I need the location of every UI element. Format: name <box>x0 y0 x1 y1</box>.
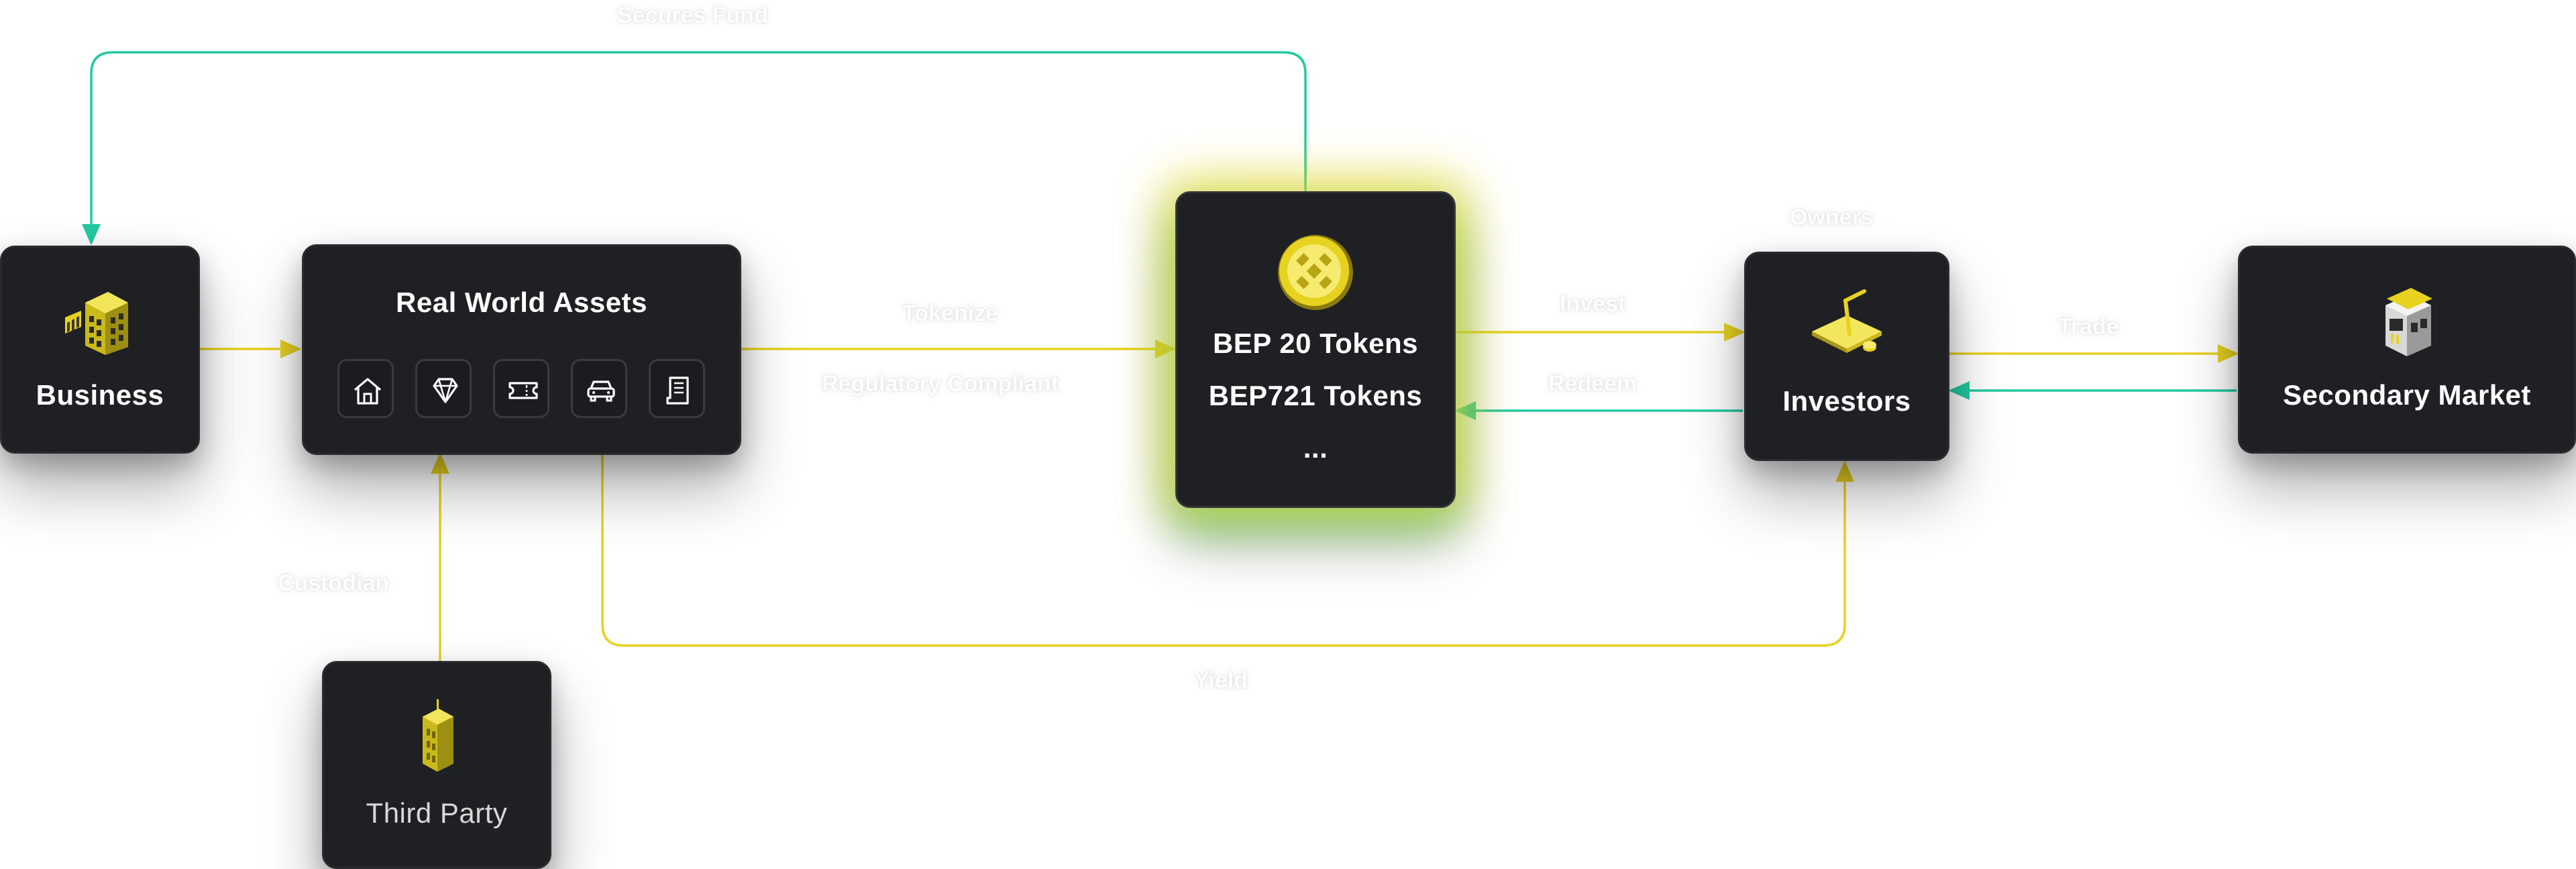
bep20-label: BEP 20 Tokens <box>1212 327 1419 359</box>
rwa-title: Real World Assets <box>396 287 647 318</box>
storefront-icon <box>2367 281 2447 362</box>
ticket-icon <box>508 382 538 399</box>
regulatory-label: Regulatory Compliant <box>822 371 1059 397</box>
owners-label: Owners <box>1790 205 1874 230</box>
investors-node[interactable]: Investors <box>1744 252 1949 461</box>
office-building-icon <box>60 283 140 360</box>
redeem-label: Redeem <box>1548 371 1638 397</box>
asset-document[interactable] <box>649 359 705 418</box>
car-icon <box>587 380 615 402</box>
bnb-coin-icon <box>1275 232 1356 316</box>
bep-tokens-node[interactable]: BEP 20 Tokens BEP721 Tokens ... <box>1175 191 1456 508</box>
bep721-label: BEP721 Tokens <box>1208 380 1423 411</box>
yield-label: Yield <box>1194 668 1248 693</box>
asset-jewelry[interactable] <box>415 359 472 418</box>
invest-label: Invest <box>1560 291 1626 317</box>
house-icon <box>354 378 382 405</box>
third-party-title: Third Party <box>366 797 508 829</box>
secures-fund-label: Secures Fund <box>617 3 768 28</box>
tower-building-icon <box>400 697 474 780</box>
asset-house[interactable] <box>337 359 394 418</box>
asset-car[interactable] <box>571 359 627 418</box>
diamond-icon <box>433 378 458 403</box>
secondary-market-node[interactable]: Secondary Market <box>2238 246 2576 454</box>
third-party-node[interactable]: Third Party <box>322 661 551 869</box>
investor-desk-icon <box>1807 287 1887 364</box>
more-tokens-label: ... <box>1303 432 1328 464</box>
investors-title: Investors <box>1782 385 1911 417</box>
business-title: Business <box>36 379 164 411</box>
custodian-label: Custodian <box>278 570 390 596</box>
secondary-market-title: Secondary Market <box>2283 379 2531 411</box>
real-world-assets-node[interactable]: Real World Assets <box>302 244 741 455</box>
business-node[interactable]: Business <box>0 246 200 454</box>
document-icon <box>666 376 689 405</box>
asset-ticket[interactable] <box>493 359 549 418</box>
tokenize-label: Tokenize <box>902 301 998 326</box>
secures-fund-line <box>82 51 1307 246</box>
trade-label: Trade <box>2058 314 2119 340</box>
yield-line <box>601 455 1854 647</box>
